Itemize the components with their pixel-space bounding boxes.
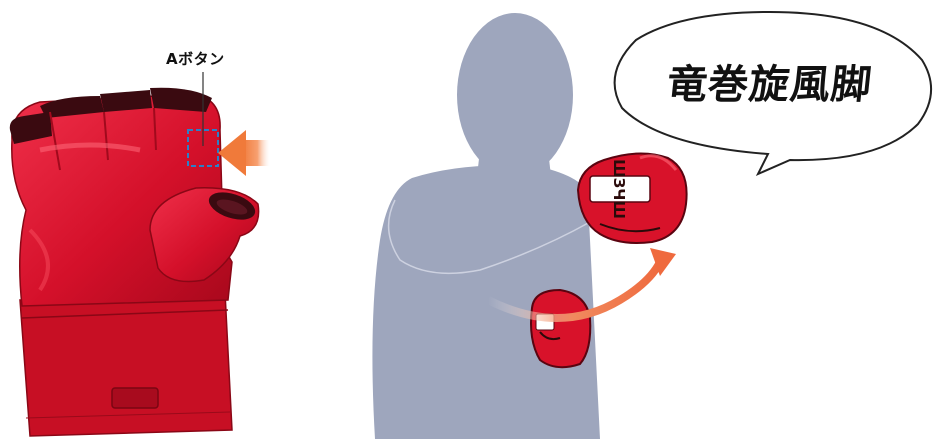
- extended-glove: ШЗЧШ: [578, 153, 687, 243]
- glove-brand-label: ШЗЧШ: [610, 159, 628, 219]
- red-glove-photo: [10, 88, 259, 436]
- player-silhouette: [372, 13, 600, 439]
- a-button-label: Aボタン: [166, 48, 225, 69]
- speech-bubble-text: 竜巻旋風脚: [637, 52, 903, 110]
- cuff-logo-icon: [112, 388, 158, 408]
- pointer-arrow-icon: [218, 130, 270, 176]
- lower-glove: [531, 290, 590, 367]
